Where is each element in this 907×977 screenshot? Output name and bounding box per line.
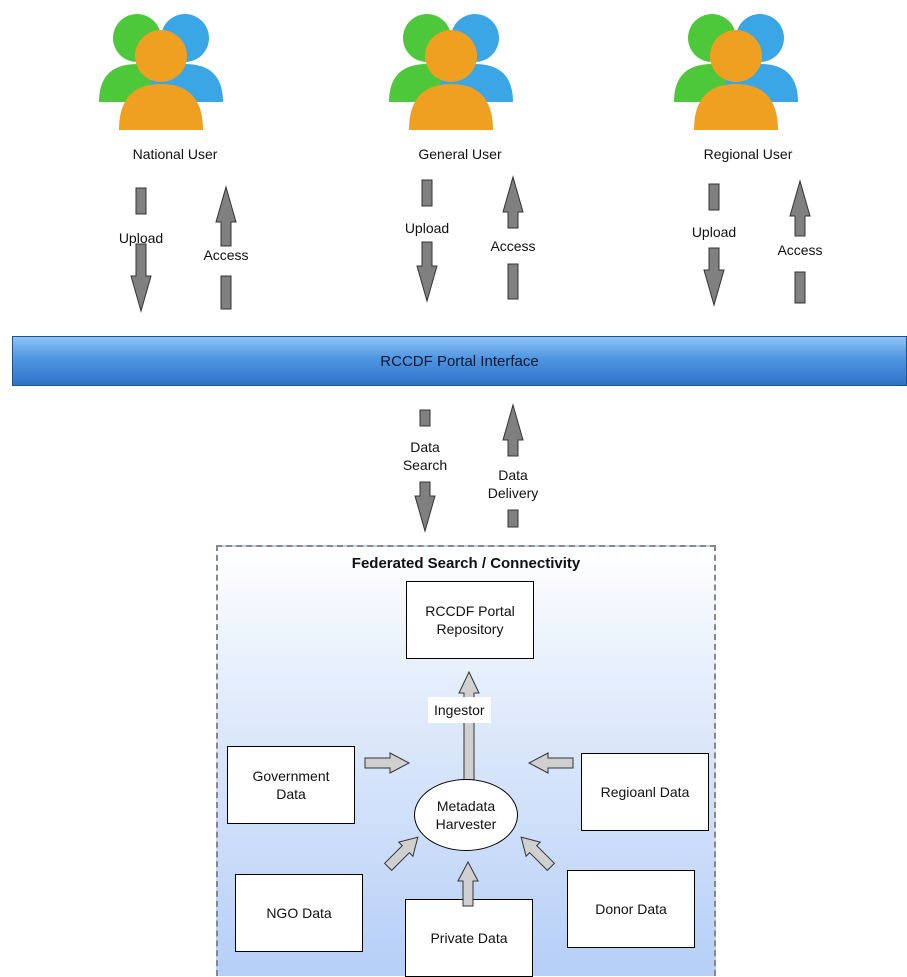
metadata-harvester-node: Metadata Harvester (414, 779, 518, 851)
general-user-label: General User (418, 146, 502, 162)
data-delivery-label: Data Delivery (487, 467, 539, 501)
data-search-label: Data Search (402, 439, 448, 473)
regional-upload-label: Upload (691, 224, 737, 240)
national-user-icon (99, 14, 223, 130)
donor-to-harvester-arrow (520, 836, 556, 872)
national-upload-label: Upload (118, 230, 164, 246)
national-upload-arrow (130, 187, 152, 313)
portal-repository-box: RCCDF Portal Repository (406, 581, 534, 659)
federated-search-title: Federated Search / Connectivity (351, 555, 581, 572)
general-upload-arrow (416, 179, 438, 303)
regional-user-label: Regional User (703, 146, 793, 162)
federated-search-container: Federated Search / Connectivity RCCDF Po… (216, 545, 716, 977)
national-access-arrow (215, 185, 237, 310)
government-data-box: Government Data (227, 746, 355, 824)
portal-interface-label: RCCDF Portal Interface (380, 352, 539, 370)
user-group-icon (99, 14, 223, 130)
national-user-label: National User (132, 146, 218, 162)
private-to-harvester-arrow (457, 860, 479, 907)
regional-access-arrow (789, 179, 811, 304)
ingestor-label: Ingestor (428, 697, 491, 723)
regional-upload-arrow (703, 183, 725, 307)
general-access-label: Access (490, 238, 536, 254)
ngo-to-harvester-arrow (383, 836, 419, 872)
private-data-box: Private Data (405, 899, 533, 977)
data-search-arrow (414, 409, 436, 533)
regional-data-box: Regioanl Data (581, 753, 709, 831)
ngo-data-box: NGO Data (235, 874, 363, 952)
donor-data-box: Donor Data (567, 870, 695, 948)
government-to-harvester-arrow (364, 752, 411, 774)
regional-to-harvester-arrow (527, 752, 574, 774)
regional-access-label: Access (777, 242, 823, 258)
general-upload-label: Upload (404, 220, 450, 236)
regional-user-icon (674, 14, 798, 130)
portal-interface-bar: RCCDF Portal Interface (12, 336, 907, 386)
general-access-arrow (502, 175, 524, 300)
general-user-icon (389, 14, 513, 130)
data-delivery-arrow (502, 403, 524, 528)
ingestor-arrow (458, 670, 480, 791)
national-access-label: Access (203, 247, 249, 263)
